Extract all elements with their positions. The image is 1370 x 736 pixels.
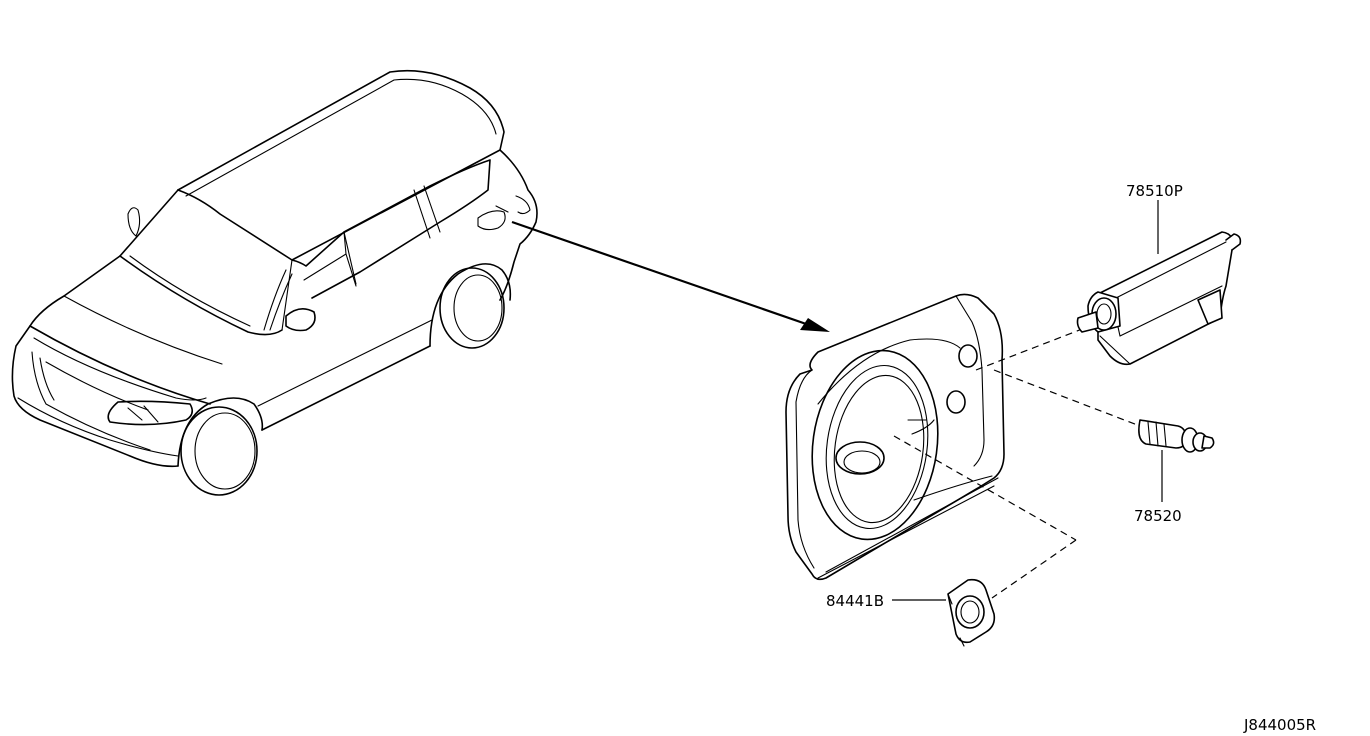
callout-arrow bbox=[511, 220, 830, 332]
label-78510P: 78510P bbox=[1126, 182, 1183, 200]
pin-part bbox=[1138, 419, 1215, 453]
figure-code: J844005R bbox=[1243, 716, 1316, 734]
label-84441B: 84441B bbox=[826, 592, 884, 610]
actuator-part bbox=[1076, 231, 1242, 366]
label-78520: 78520 bbox=[1134, 507, 1182, 525]
bracket-part bbox=[947, 578, 996, 647]
vehicle-illustration bbox=[11, 69, 538, 496]
assembly-lines bbox=[893, 325, 1141, 599]
